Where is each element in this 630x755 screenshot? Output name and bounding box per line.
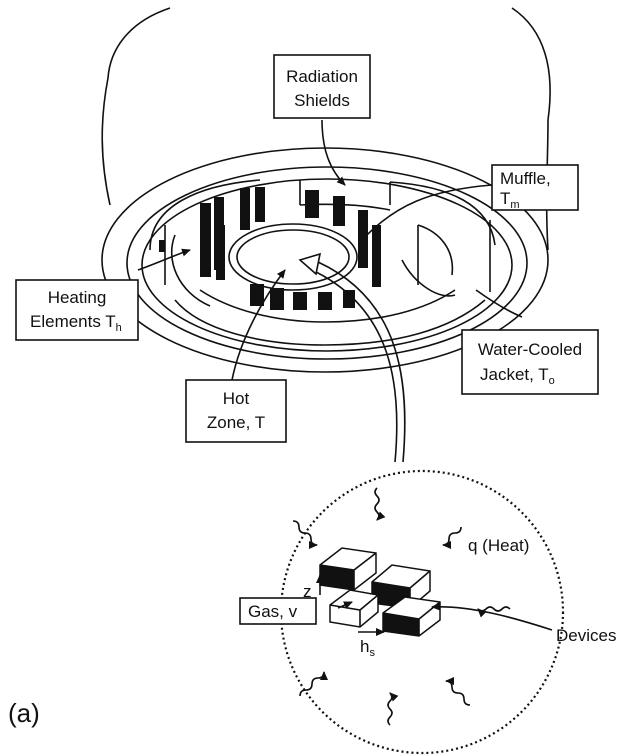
svg-text:Gas, v: Gas, v: [248, 602, 298, 621]
label-water-cooled-jacket: Water-Cooled Jacket, To: [462, 330, 598, 394]
device-blocks: [320, 548, 440, 636]
svg-text:Muffle,: Muffle,: [500, 169, 551, 188]
label-muffle: Muffle, Tm: [492, 165, 578, 211]
furnace-outer-shell: [102, 8, 550, 250]
devices-pointer: [432, 607, 552, 630]
label-hs: hs: [360, 637, 375, 659]
svg-text:Jacket, To: Jacket, To: [480, 365, 555, 387]
svg-text:Shields: Shields: [294, 91, 350, 110]
svg-text:Hot: Hot: [223, 389, 250, 408]
label-gas: Gas, v: [240, 598, 316, 624]
label-heating-elements: Heating Elements Th: [16, 280, 138, 340]
label-z: z: [303, 582, 312, 601]
svg-text:Heating: Heating: [48, 288, 107, 307]
svg-text:Zone, T: Zone, T: [207, 413, 265, 432]
label-devices: Devices: [556, 626, 616, 645]
svg-text:Elements Th: Elements Th: [30, 312, 122, 334]
figure-label: (a): [8, 698, 40, 728]
hot-zone: [229, 224, 357, 290]
svg-text:Radiation: Radiation: [286, 67, 358, 86]
label-hot-zone: Hot Zone, T: [186, 380, 286, 442]
label-radiation-shields: Radiation Shields: [274, 55, 370, 118]
label-heat: q (Heat): [468, 536, 529, 555]
svg-text:Water-Cooled: Water-Cooled: [478, 340, 582, 359]
